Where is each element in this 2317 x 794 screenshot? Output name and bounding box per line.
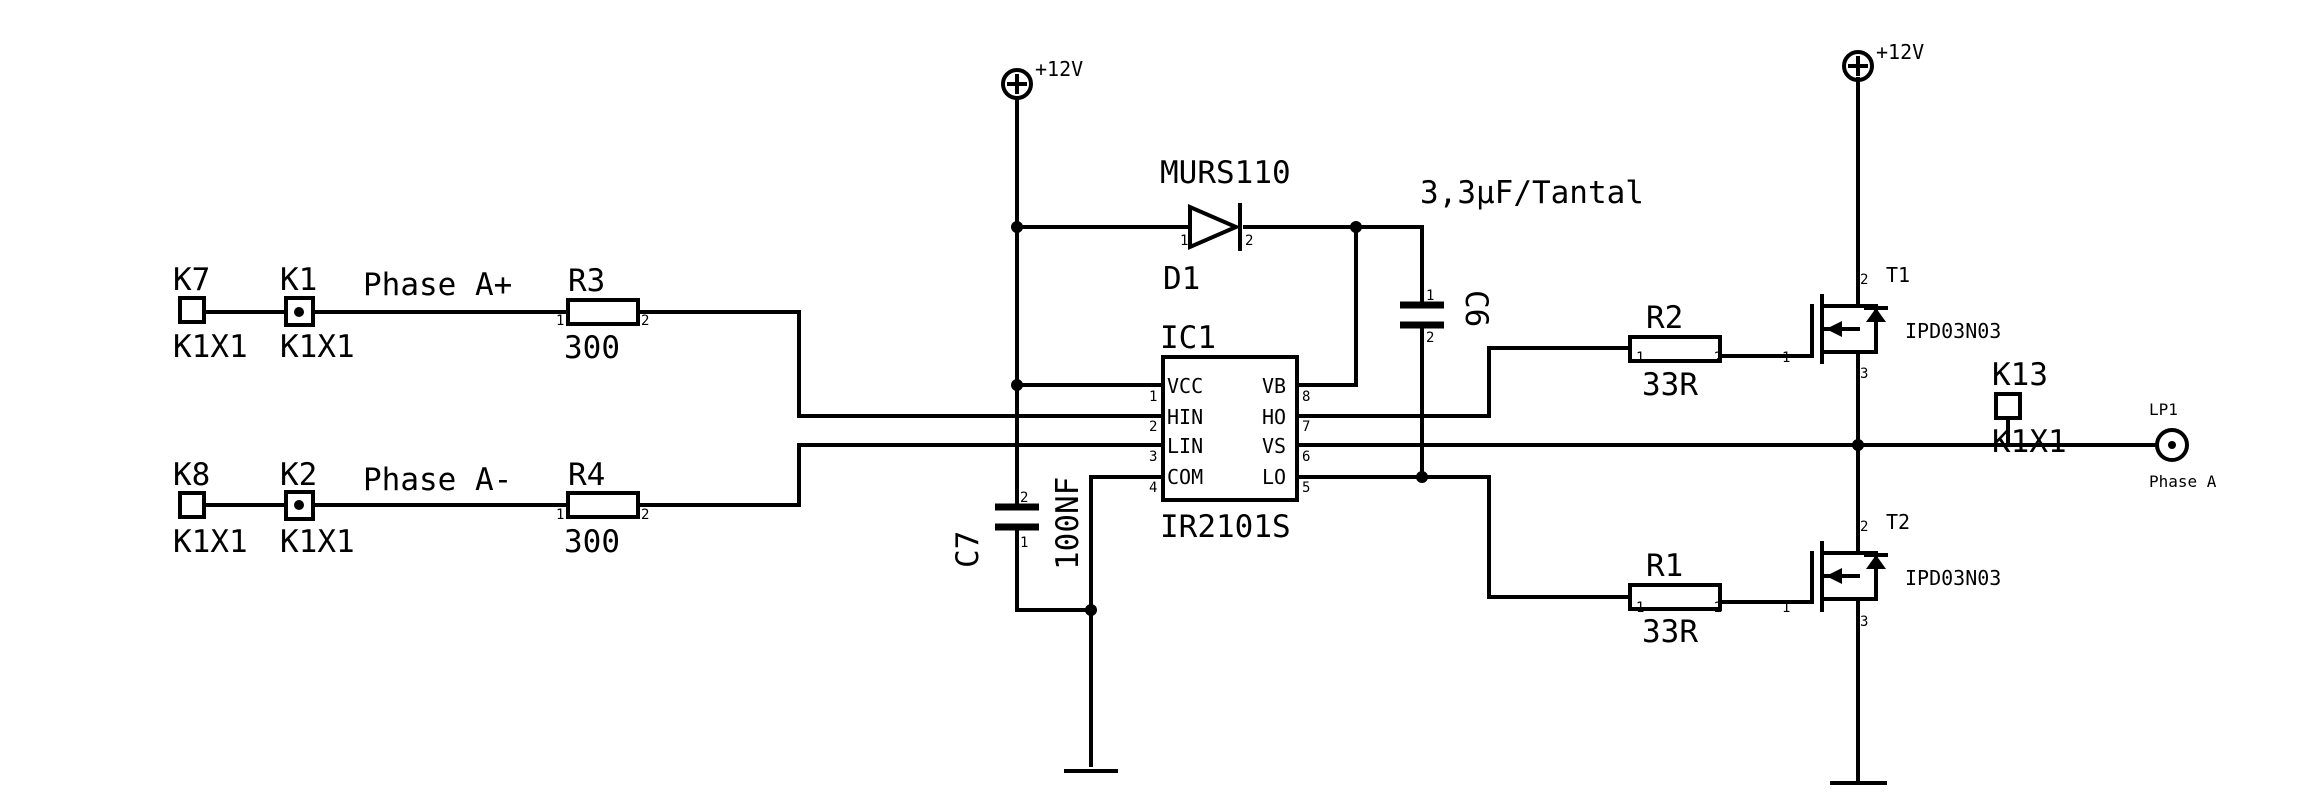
k1-name: K1 (280, 262, 317, 298)
connector-k1: K1 K1X1 (280, 262, 355, 365)
lp1-name: LP1 (2149, 400, 2178, 419)
connector-k2: K2 K1X1 (280, 457, 355, 560)
pin-number: 6 (1302, 449, 1310, 465)
wires (202, 77, 2159, 785)
mosfet-t2: T2 IPD03N03 2 3 (1810, 510, 2001, 630)
c7-name: C7 (950, 531, 986, 568)
ic-value: IR2101S (1160, 509, 1291, 545)
pin-number: 3 (1149, 449, 1157, 465)
pin-number: 2 (1020, 490, 1028, 506)
vcc-symbol-left: +12V (1001, 57, 1083, 100)
connector-k13: K13 K1X1 (1992, 357, 2067, 460)
pin-number: 1 (1636, 600, 1644, 616)
k7-value: K1X1 (173, 329, 248, 365)
c7-value: 100NF (1050, 477, 1086, 570)
pin-number: 1 (1636, 350, 1644, 366)
capacitor-c6: 3,3µF/Tantal C6 1 2 (1400, 175, 1644, 346)
pin-number: 2 (1860, 272, 1868, 288)
lp1-label: Phase A (2149, 472, 2217, 491)
pin-number: 3 (1860, 366, 1868, 382)
pin-number: 1 (1020, 535, 1028, 551)
vcc-symbol-right: +12V (1842, 40, 1924, 82)
ic-pin-vb: VB (1262, 374, 1286, 398)
pin-number: 1 (1180, 233, 1188, 249)
ic-pin-lo: LO (1262, 465, 1286, 489)
t1-name: T1 (1886, 263, 1910, 287)
k2-value: K1X1 (280, 524, 355, 560)
vcc-left-label: +12V (1035, 57, 1083, 81)
c6-name: C6 (1458, 290, 1494, 327)
ic-ir2101s: IC1 IR2101S VCC HIN LIN COM VB HO VS LO … (1149, 320, 1310, 545)
d1-value: MURS110 (1160, 155, 1291, 191)
pin-number: 5 (1302, 480, 1310, 496)
pin-number: 2 (1714, 600, 1722, 616)
resistor-r4: R4 300 1 2 (556, 457, 649, 560)
pin-number: 1 (1782, 600, 1790, 616)
r4-value: 300 (564, 524, 620, 560)
r3-value: 300 (564, 330, 620, 366)
mosfet-t1: T1 IPD03N03 2 3 (1810, 263, 2001, 382)
pin-number: 1 (1149, 389, 1157, 405)
k7-name: K7 (173, 262, 210, 298)
output-terminal-lp1: LP1 Phase A (2149, 400, 2217, 491)
ic-name: IC1 (1160, 320, 1216, 356)
d1-name: D1 (1163, 261, 1200, 297)
connector-k7: K7 K1X1 (173, 262, 248, 365)
vcc-right-label: +12V (1876, 40, 1924, 64)
ic-pin-vs: VS (1262, 434, 1286, 458)
r1-value: 33R (1642, 614, 1698, 650)
pin-number: 4 (1149, 480, 1157, 496)
k13-name: K13 (1992, 357, 2048, 393)
pin-number: 8 (1302, 389, 1310, 405)
net-label-phase-a-plus: Phase A+ (363, 267, 512, 303)
t1-value: IPD03N03 (1905, 319, 2001, 343)
k2-name: K2 (280, 457, 317, 493)
r1-name: R1 (1646, 548, 1683, 584)
pin-number: 1 (1782, 350, 1790, 366)
pin-number: 2 (641, 313, 649, 329)
k1-value: K1X1 (280, 329, 355, 365)
resistor-r3: R3 300 1 2 (556, 263, 649, 366)
resistor-r2: R2 33R 1 2 1 (1628, 300, 1790, 403)
pin-number: 2 (1245, 233, 1253, 249)
pin-number: 1 (556, 313, 564, 329)
r2-name: R2 (1646, 300, 1683, 336)
capacitor-c7: C7 100NF 2 1 (950, 477, 1086, 570)
ic-pin-lin: LIN (1167, 434, 1203, 458)
t2-value: IPD03N03 (1905, 566, 2001, 590)
pin-number: 1 (1426, 288, 1434, 304)
r4-name: R4 (568, 457, 605, 493)
ic-pin-ho: HO (1262, 405, 1286, 429)
ic-pin-vcc: VCC (1167, 374, 1203, 398)
net-label-phase-a-minus: Phase A- (363, 462, 512, 498)
pin-number: 2 (1426, 330, 1434, 346)
pin-number: 2 (1714, 350, 1722, 366)
pin-number: 1 (556, 507, 564, 523)
ic-pin-hin: HIN (1167, 405, 1203, 429)
k8-name: K8 (173, 457, 210, 493)
pin-number: 3 (1860, 614, 1868, 630)
connector-k8: K8 K1X1 (173, 457, 248, 560)
diode-d1: MURS110 D1 1 2 (1160, 155, 1291, 297)
pin-number: 2 (1860, 519, 1868, 535)
c6-value: 3,3µF/Tantal (1420, 175, 1644, 211)
pin-number: 7 (1302, 419, 1310, 435)
k8-value: K1X1 (173, 524, 248, 560)
t2-name: T2 (1886, 510, 1910, 534)
k13-value: K1X1 (1992, 424, 2067, 460)
resistor-r1: R1 33R 1 2 1 (1628, 548, 1790, 650)
pin-number: 2 (641, 507, 649, 523)
r3-name: R3 (568, 263, 605, 299)
pin-number: 2 (1149, 419, 1157, 435)
r2-value: 33R (1642, 367, 1698, 403)
junction-dots (1011, 221, 1864, 616)
ic-pin-com: COM (1167, 465, 1203, 489)
